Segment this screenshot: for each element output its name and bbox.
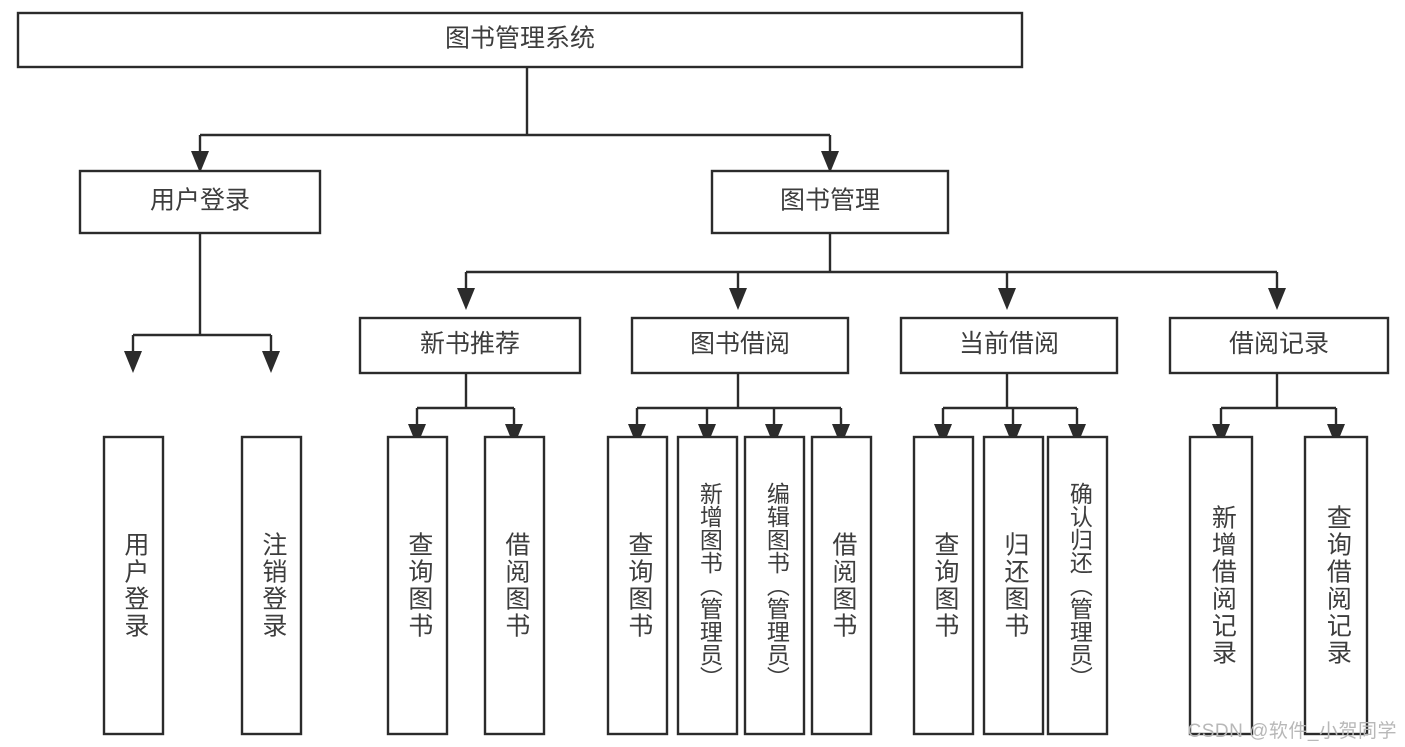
arrowhead-icon [934,424,952,446]
node-new-book-recommend[interactable]: 新书推荐 [358,316,582,375]
node-book-manage[interactable]: 图书管理 [710,169,950,235]
node-box[interactable] [102,435,165,736]
node-box[interactable] [743,435,806,736]
node-box[interactable] [710,169,950,235]
node-label: 借阅图书 [829,532,858,640]
node-label: 借阅图书 [502,532,531,640]
node-current-borrow[interactable]: 当前借阅 [899,316,1119,375]
node-label: 新书推荐 [420,330,520,358]
node-box[interactable] [810,435,873,736]
node-label: 新增借阅记录 [1208,505,1237,667]
node-box[interactable] [899,316,1119,375]
node-label: 图书借阅 [690,330,790,358]
node-leaf-query-book-2[interactable]: 查询图书 [606,435,669,736]
arrowhead-icon [191,151,209,173]
edges-layer [124,67,1345,446]
csdn-watermark: CSDN @软件_小贺同学 [1187,721,1397,742]
arrowhead-icon [1212,424,1230,446]
arrowhead-icon [698,424,716,446]
arrowhead-icon [765,424,783,446]
node-box[interactable] [676,435,739,736]
node-leaf-query-borrow-record[interactable]: 查询借阅记录 [1303,435,1369,736]
node-label: 注销登录 [259,532,288,640]
node-leaf-borrow-book-1[interactable]: 借阅图书 [483,435,546,736]
arrowhead-icon [262,351,280,373]
arrowhead-icon [821,151,839,173]
node-box[interactable] [1168,316,1390,375]
arrowhead-icon [1068,424,1086,446]
node-box[interactable] [240,435,303,736]
node-leaf-add-book[interactable]: 新增图书（管理员） [676,435,739,736]
node-box[interactable] [1303,435,1369,736]
node-leaf-logout-login[interactable]: 注销登录 [240,435,303,736]
node-label: 新增图书（管理员） [696,482,723,689]
node-label: 用户登录 [150,187,250,215]
arrowhead-icon [408,424,426,446]
node-label: 查询借阅记录 [1323,505,1352,667]
node-box[interactable] [630,316,850,375]
node-label: 当前借阅 [959,330,1059,358]
node-label: 查询图书 [931,532,960,640]
nodes-layer: 图书管理系统用户登录图书管理新书推荐图书借阅当前借阅借阅记录用户登录注销登录查询… [16,11,1390,736]
node-box[interactable] [606,435,669,736]
node-user-login[interactable]: 用户登录 [78,169,322,235]
node-leaf-user-login[interactable]: 用户登录 [102,435,165,736]
node-box[interactable] [483,435,546,736]
node-label: 查询图书 [625,532,654,640]
node-label: 用户登录 [121,532,150,640]
node-box[interactable] [912,435,975,736]
arrowhead-icon [1004,424,1022,446]
connector-current-to-leaves [934,373,1086,446]
arrowhead-icon [1268,288,1286,310]
node-box[interactable] [16,11,1024,69]
node-root[interactable]: 图书管理系统 [16,11,1024,69]
node-label: 图书管理 [780,187,880,215]
node-box[interactable] [358,316,582,375]
node-leaf-edit-book[interactable]: 编辑图书（管理员） [743,435,806,736]
arrowhead-icon [457,288,475,310]
node-label: 图书管理系统 [445,25,595,53]
connector-bookmanage-to-level3 [457,233,1286,310]
node-leaf-query-book-3[interactable]: 查询图书 [912,435,975,736]
node-label: 查询图书 [405,532,434,640]
connector-recommend-to-leaves [408,373,523,446]
node-book-borrow[interactable]: 图书借阅 [630,316,850,375]
node-borrow-record[interactable]: 借阅记录 [1168,316,1390,375]
node-box[interactable] [78,169,322,235]
node-leaf-borrow-book-2[interactable]: 借阅图书 [810,435,873,736]
node-label: 编辑图书（管理员） [763,482,790,689]
node-leaf-return-book[interactable]: 归还图书 [982,435,1045,736]
node-leaf-confirm-return[interactable]: 确认归还（管理员） [1046,435,1109,736]
node-leaf-add-borrow-record[interactable]: 新增借阅记录 [1188,435,1254,736]
node-leaf-query-book-1[interactable]: 查询图书 [386,435,449,736]
node-box[interactable] [386,435,449,736]
connector-userlogin-to-leaves [124,233,280,373]
arrowhead-icon [124,351,142,373]
arrowhead-icon [628,424,646,446]
node-box[interactable] [1188,435,1254,736]
arrowhead-icon [729,288,747,310]
connector-borrow-to-leaves [628,373,850,446]
node-box[interactable] [1046,435,1109,736]
node-label: 归还图书 [1001,532,1030,640]
arrowhead-icon [1327,424,1345,446]
arrowhead-icon [832,424,850,446]
node-box[interactable] [982,435,1045,736]
connector-record-to-leaves [1212,373,1345,446]
node-label: 借阅记录 [1229,330,1329,358]
connector-root-to-level2 [191,67,839,173]
arrowhead-icon [505,424,523,446]
arrowhead-icon [998,288,1016,310]
node-label: 确认归还（管理员） [1066,482,1093,689]
